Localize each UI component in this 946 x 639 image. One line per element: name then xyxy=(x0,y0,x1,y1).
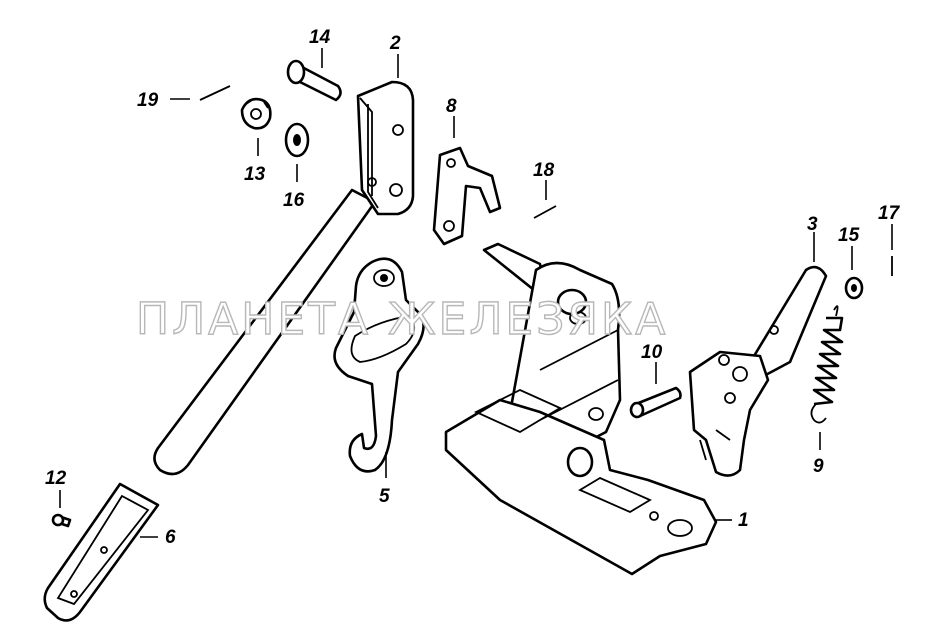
part-5-hook xyxy=(333,257,425,473)
part-1-base-bracket xyxy=(444,242,718,576)
part-16-washer xyxy=(284,122,310,158)
callout-2: 2 xyxy=(389,33,401,54)
callout-1: 1 xyxy=(738,510,749,531)
callout-6: 6 xyxy=(165,527,176,548)
callout-12: 12 xyxy=(45,468,67,489)
part-19-cotter-pin xyxy=(170,85,231,101)
callout-9: 9 xyxy=(813,456,824,477)
part-10-bolt xyxy=(629,386,682,419)
watermark-text: ПЛАНЕТА ЖЕЛЕЗЯКА xyxy=(136,294,668,345)
part-18-small-pin xyxy=(533,205,557,219)
part-3-lever-cam xyxy=(688,265,828,477)
callout-14: 14 xyxy=(309,27,331,48)
leader-lines xyxy=(59,48,893,538)
callout-19: 19 xyxy=(137,90,159,111)
part-2-lever-rod xyxy=(153,80,415,476)
callout-17: 17 xyxy=(878,203,901,224)
callout-13: 13 xyxy=(244,164,266,185)
callout-labels: 14 2 19 8 13 18 16 3 15 17 10 9 5 12 1 6 xyxy=(45,27,901,548)
part-6-handle-grip xyxy=(43,482,160,622)
callout-16: 16 xyxy=(283,190,305,211)
callout-15: 15 xyxy=(838,225,860,246)
part-8-plate xyxy=(432,146,502,246)
part-9-spring xyxy=(810,305,844,424)
part-13-castle-nut xyxy=(240,97,272,130)
callout-18: 18 xyxy=(533,160,555,181)
callout-8: 8 xyxy=(446,96,457,117)
callout-3: 3 xyxy=(807,214,818,235)
part-15-washer xyxy=(844,276,864,300)
part-14-pin xyxy=(286,59,342,102)
callout-10: 10 xyxy=(641,342,663,363)
part-12-screw xyxy=(51,513,72,528)
callout-5: 5 xyxy=(379,486,390,507)
